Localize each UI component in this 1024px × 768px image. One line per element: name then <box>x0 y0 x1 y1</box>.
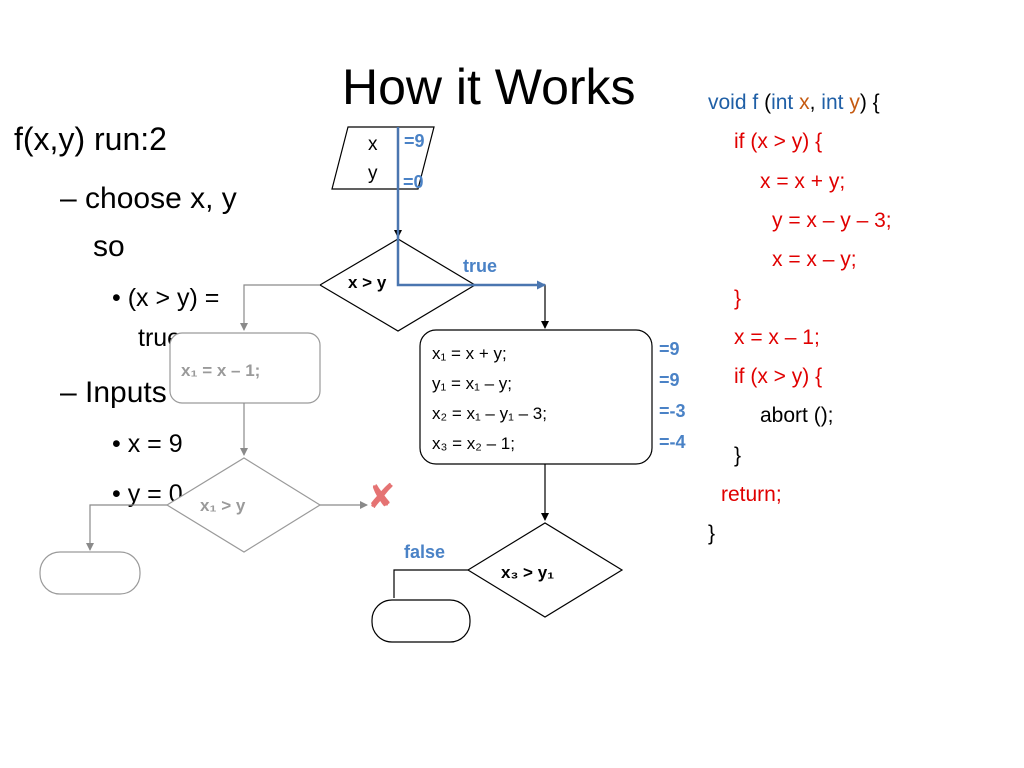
code-line-4: y = x – y – 3; <box>772 209 892 232</box>
code-line-12: } <box>708 522 716 545</box>
bullet-choose-cont: so <box>93 230 125 263</box>
main-process-box <box>419 329 653 465</box>
bullet-x-input: • x = 9 <box>112 430 183 458</box>
bullet-inputs: – Inputs <box>60 376 167 409</box>
main-line-1: x₁ = x + y; <box>432 344 507 363</box>
code-line-9: abort (); <box>760 404 834 427</box>
main-val-4: =-4 <box>659 432 686 452</box>
code-line-5: x = x – y; <box>772 248 857 271</box>
cond1-label: x > y <box>348 273 387 292</box>
cond2-label: x₃ > y₁ <box>501 563 555 582</box>
code-line-11: return; <box>721 483 782 506</box>
decision-x3-gt-y1 <box>466 522 624 618</box>
execution-trace <box>396 127 546 290</box>
code-line-8: if (x > y) { <box>734 365 823 388</box>
main-val-3: =-3 <box>659 401 686 421</box>
main-line-4: x₃ = x₂ – 1; <box>432 434 515 453</box>
input-parallelogram <box>331 126 435 190</box>
code-line-2: if (x > y) { <box>734 130 823 153</box>
code-line-10: } <box>734 444 742 467</box>
grey-terminal <box>39 551 141 595</box>
bullet-cond: • (x > y) = <box>112 284 220 312</box>
input-y-value: =0 <box>403 172 424 192</box>
main-line-3: x₂ = x₁ – y₁ – 3; <box>432 404 547 423</box>
bullet-run: f(x,y) run:2 <box>14 121 167 157</box>
grey-process-box <box>169 332 321 404</box>
input-x-value: =9 <box>404 131 425 151</box>
input-y-label: y <box>368 163 378 184</box>
true-label: true <box>463 256 498 276</box>
grey-box-label: x₁ = x – 1; <box>181 361 261 380</box>
terminal-box <box>371 599 471 643</box>
grey-cond-label: x₁ > y <box>200 496 246 515</box>
main-line-2: y₁ = x₁ – y; <box>432 374 512 393</box>
main-val-1: =9 <box>659 339 680 359</box>
false-label: false <box>404 542 446 562</box>
code-line-7: x = x – 1; <box>734 326 820 349</box>
code-line-3: x = x + y; <box>760 170 846 193</box>
code-line-6: } <box>734 287 742 310</box>
fail-x-icon: ✘ <box>367 478 396 516</box>
page-title: How it Works <box>342 59 636 115</box>
main-val-2: =9 <box>659 370 680 390</box>
bullet-choose: – choose x, y <box>60 182 237 215</box>
code-line-1: void f (int x, int y) { <box>708 91 880 114</box>
input-x-label: x <box>368 134 378 155</box>
